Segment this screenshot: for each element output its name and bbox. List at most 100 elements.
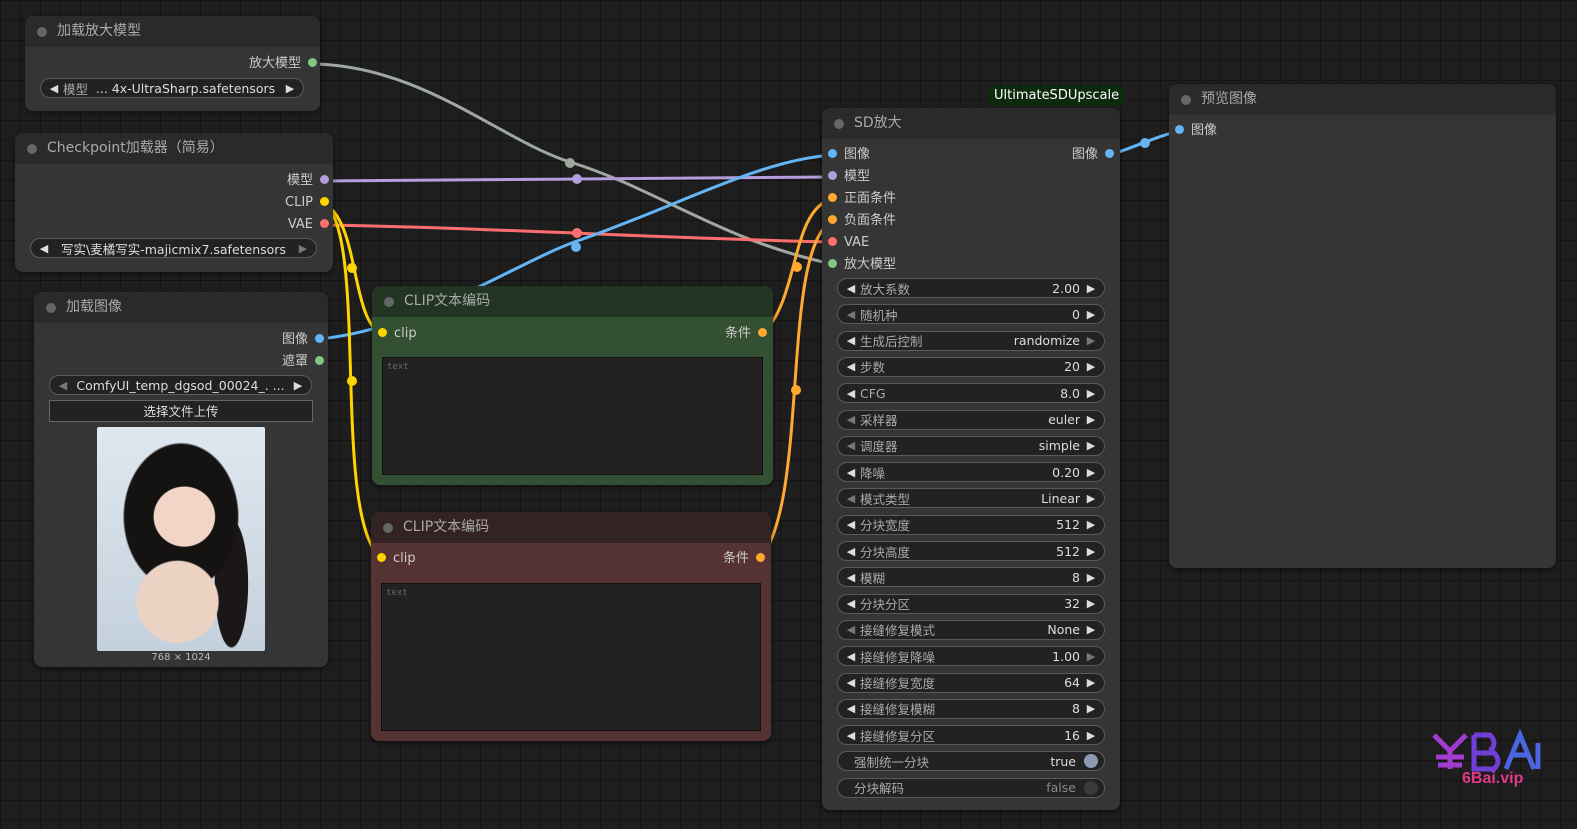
arrow-left-icon[interactable]: ◀ (846, 439, 856, 453)
port-dot-icon[interactable] (1175, 125, 1184, 134)
preview-image-node[interactable]: 预览图像 图像 (1169, 84, 1556, 568)
port-dot-icon[interactable] (320, 197, 329, 206)
arrow-right-icon[interactable]: ▶ (1086, 702, 1096, 716)
arrow-right-icon[interactable]: ▶ (1086, 439, 1096, 453)
arrow-left-icon[interactable]: ◀ (846, 518, 856, 532)
input-image[interactable]: 图像 (1175, 122, 1217, 140)
input-upscale-model[interactable]: 放大模型 (828, 256, 896, 274)
wire-midpoint[interactable] (571, 242, 581, 252)
port-dot-icon[interactable] (828, 171, 837, 180)
port-dot-icon[interactable] (377, 553, 386, 562)
port-dot-icon[interactable] (828, 215, 837, 224)
arrow-left-icon[interactable]: ◀ (846, 491, 856, 505)
upscale-model-combo[interactable]: ◀ 模型 ... 4x-UltraSharp.safetensors ▶ (40, 78, 304, 98)
port-dot-icon[interactable] (828, 237, 837, 246)
node-title[interactable]: 加载图像 (34, 292, 328, 323)
wire-midpoint[interactable] (347, 263, 357, 273)
arrow-left-icon[interactable]: ◀ (39, 241, 49, 255)
arrow-right-icon[interactable]: ▶ (1086, 413, 1096, 426)
arrow-left-icon[interactable]: ◀ (58, 378, 68, 392)
input-clip[interactable]: clip (378, 325, 417, 343)
arrow-right-icon[interactable]: ▶ (1086, 334, 1096, 348)
node-title[interactable]: SD放大 (822, 108, 1120, 139)
wire-midpoint[interactable] (1140, 138, 1150, 148)
arrow-left-icon[interactable]: ◀ (846, 413, 856, 426)
arrow-right-icon[interactable]: ▶ (1086, 544, 1096, 558)
collapse-dot-icon[interactable] (46, 303, 56, 313)
node-title[interactable]: 预览图像 (1169, 84, 1556, 115)
port-dot-icon[interactable] (315, 356, 324, 365)
arrow-right-icon[interactable]: ▶ (1086, 360, 1096, 374)
arrow-left-icon[interactable]: ◀ (846, 676, 856, 689)
checkpoint-loader-node[interactable]: Checkpoint加载器（简易） 模型 CLIP VAE ◀ 写实\麦橘写实-… (15, 133, 333, 272)
output-upscale-model[interactable]: 放大模型 (249, 55, 317, 73)
arrow-right-icon[interactable]: ▶ (1086, 518, 1096, 532)
load-image-node[interactable]: 加载图像 图像 遮罩 ◀ ComfyUI_temp_dgsod_00024_. … (34, 292, 328, 667)
arrow-right-icon[interactable]: ▶ (1086, 491, 1096, 505)
port-dot-icon[interactable] (756, 553, 765, 562)
prompt-textarea[interactable]: text (382, 357, 763, 475)
input-image[interactable]: 图像 (828, 146, 870, 164)
arrow-right-icon[interactable]: ▶ (293, 378, 303, 392)
arrow-left-icon[interactable]: ◀ (846, 281, 856, 295)
arrow-right-icon[interactable]: ▶ (1086, 728, 1096, 742)
upload-file-button[interactable]: 选择文件上传 (49, 400, 313, 422)
arrow-left-icon[interactable]: ◀ (846, 307, 856, 321)
output-mask[interactable]: 遮罩 (282, 353, 324, 371)
output-clip[interactable]: CLIP (285, 194, 329, 212)
clip-text-encode-positive-node[interactable]: CLIP文本编码 clip 条件 text (372, 286, 773, 485)
input-negative[interactable]: 负面条件 (828, 212, 896, 230)
arrow-left-icon[interactable]: ◀ (846, 334, 856, 348)
arrow-left-icon[interactable]: ◀ (846, 623, 856, 637)
arrow-left-icon[interactable]: ◀ (846, 597, 856, 611)
input-positive[interactable]: 正面条件 (828, 190, 896, 208)
collapse-dot-icon[interactable] (384, 297, 394, 307)
port-dot-icon[interactable] (758, 328, 767, 337)
node-title[interactable]: Checkpoint加载器（简易） (15, 133, 333, 164)
arrow-right-icon[interactable]: ▶ (1086, 676, 1096, 689)
prompt-textarea[interactable]: text (381, 583, 761, 731)
collapse-dot-icon[interactable] (37, 27, 47, 37)
wire-midpoint[interactable] (572, 228, 582, 238)
wire-midpoint[interactable] (792, 262, 802, 272)
wire-midpoint[interactable] (572, 174, 582, 184)
port-dot-icon[interactable] (378, 328, 387, 337)
arrow-left-icon[interactable]: ◀ (846, 544, 856, 558)
input-clip[interactable]: clip (377, 550, 416, 568)
arrow-right-icon[interactable]: ▶ (298, 241, 308, 255)
arrow-left-icon[interactable]: ◀ (846, 702, 856, 716)
arrow-right-icon[interactable]: ▶ (285, 81, 295, 95)
image-file-combo[interactable]: ◀ ComfyUI_temp_dgsod_00024_. ... ▶ (49, 375, 312, 395)
arrow-left-icon[interactable]: ◀ (846, 728, 856, 742)
collapse-dot-icon[interactable] (27, 144, 37, 154)
arrow-left-icon[interactable]: ◀ (846, 465, 856, 479)
arrow-right-icon[interactable]: ▶ (1086, 465, 1096, 479)
port-dot-icon[interactable] (828, 149, 837, 158)
wire-midpoint[interactable] (565, 158, 575, 168)
port-dot-icon[interactable] (315, 334, 324, 343)
port-dot-icon[interactable] (320, 219, 329, 228)
wire-midpoint[interactable] (347, 376, 357, 386)
arrow-right-icon[interactable]: ▶ (1086, 623, 1096, 637)
port-dot-icon[interactable] (320, 175, 329, 184)
arrow-right-icon[interactable]: ▶ (1086, 597, 1096, 611)
upscale-model-loader-node[interactable]: 加载放大模型 放大模型 ◀ 模型 ... 4x-UltraSharp.safet… (25, 16, 320, 111)
arrow-right-icon[interactable]: ▶ (1086, 570, 1096, 584)
collapse-dot-icon[interactable] (383, 523, 393, 533)
